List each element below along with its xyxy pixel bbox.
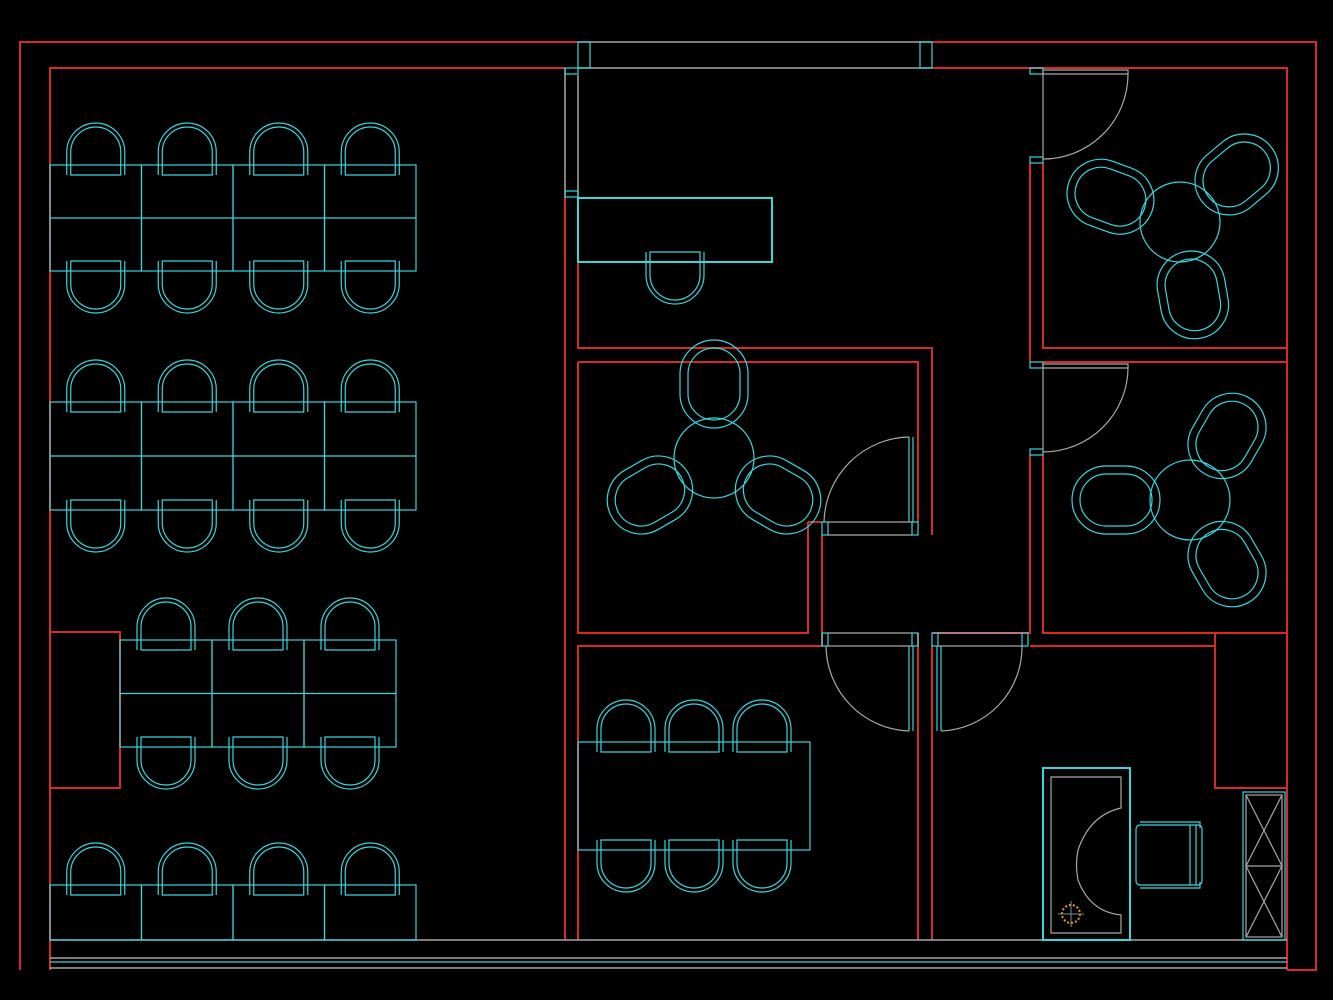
window-jamb [564, 67, 579, 75]
lounge-seat [1066, 158, 1155, 235]
chair [66, 260, 126, 314]
lounge-seat [1156, 250, 1230, 340]
door[interactable] [931, 632, 1029, 732]
chair [732, 839, 792, 893]
chair [228, 736, 288, 790]
lounge-seat [1187, 392, 1267, 480]
door[interactable] [1029, 361, 1129, 456]
meeting-table [577, 741, 811, 851]
window-jamb [564, 190, 579, 198]
plant-icon [1058, 901, 1084, 927]
chair [664, 839, 724, 893]
chair [340, 842, 400, 896]
chair [157, 122, 217, 176]
chair [340, 359, 400, 413]
round-table [1149, 459, 1231, 541]
window [564, 41, 933, 198]
chair [157, 359, 217, 413]
chair [320, 736, 380, 790]
right-rooms-wall [932, 163, 1287, 634]
workstation-area [49, 164, 811, 941]
chair [664, 699, 724, 753]
chair [340, 122, 400, 176]
chair [732, 699, 792, 753]
storage-cabinet [1242, 791, 1286, 941]
window-jamb [577, 41, 591, 69]
door[interactable] [1029, 67, 1129, 164]
lounge-seat [1194, 133, 1279, 216]
office-desk [1042, 767, 1131, 941]
lounge-seat [606, 455, 694, 535]
chair [249, 499, 309, 553]
chair [66, 842, 126, 896]
chair [249, 260, 309, 314]
chair [596, 839, 656, 893]
chair [157, 260, 217, 314]
lounge-cluster [606, 339, 822, 535]
door[interactable] [821, 436, 919, 536]
chairs [66, 122, 792, 896]
inner-wall [49, 67, 1288, 970]
doors [821, 67, 1129, 732]
workstation-row [49, 884, 417, 941]
outer-wall [19, 41, 1317, 971]
lounge-cluster [1066, 133, 1279, 340]
workstation-row [49, 401, 417, 511]
door[interactable] [821, 632, 919, 732]
chair [66, 359, 126, 413]
chair [340, 499, 400, 553]
chair [320, 597, 380, 651]
chair [249, 842, 309, 896]
chair [249, 122, 309, 176]
chair [136, 597, 196, 651]
lounge-clusters [606, 133, 1279, 608]
reception-desk [577, 197, 773, 263]
lounge-seat [734, 455, 822, 535]
chair [157, 499, 217, 553]
lounge-seat [679, 339, 749, 429]
round-table [673, 417, 755, 499]
lounge-cluster [1071, 392, 1267, 608]
chair [136, 736, 196, 790]
lounge-seat [1071, 465, 1161, 535]
office-wall [1030, 633, 1287, 789]
desk-cutout [1050, 776, 1122, 934]
chair [228, 597, 288, 651]
chair [596, 699, 656, 753]
chair [249, 359, 309, 413]
desk [323, 884, 417, 941]
chair [645, 251, 705, 305]
round-table [1139, 181, 1221, 263]
office-chair [1135, 821, 1203, 889]
chair [157, 842, 217, 896]
workstation-row [49, 164, 417, 272]
chair [66, 499, 126, 553]
manager-office [1042, 767, 1286, 941]
window-jamb [919, 41, 933, 69]
chair [340, 260, 400, 314]
workstation-row [119, 639, 397, 748]
chair [66, 122, 126, 176]
lounge-seat [1187, 520, 1267, 608]
